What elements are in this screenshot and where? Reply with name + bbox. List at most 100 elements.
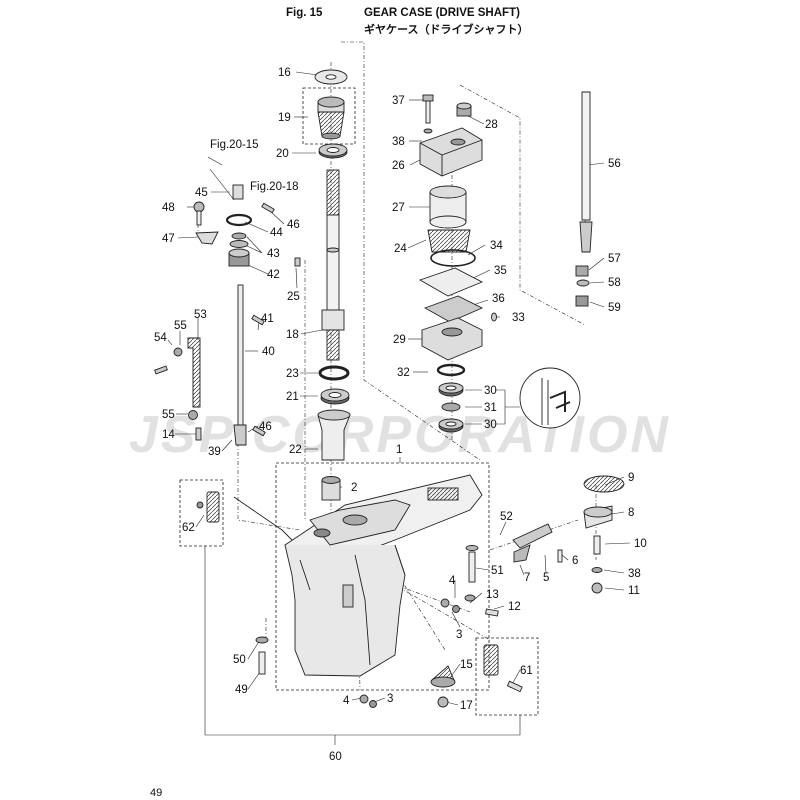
pin-33: [491, 312, 497, 322]
callout-25: 25: [287, 291, 300, 303]
shift-rod-40: [237, 284, 244, 426]
washer-4a: [440, 598, 450, 608]
drive-shaft-18: [321, 169, 345, 361]
callout-7: 7: [524, 572, 530, 584]
callout-33: 33: [512, 312, 525, 324]
callout-46b: 46: [259, 421, 272, 433]
callout-39: 39: [208, 446, 221, 458]
bushing-42: [228, 248, 250, 267]
callout-2: 2: [351, 482, 357, 494]
callout-16: 16: [278, 67, 291, 79]
callout-10: 10: [634, 538, 647, 550]
bushing-2: [321, 476, 341, 501]
callout-54: 54: [154, 332, 167, 344]
callout-51: 51: [491, 565, 504, 577]
water-tube-56: [579, 91, 593, 253]
seal-59: [575, 295, 589, 307]
pump-housing-26: [419, 127, 483, 177]
callout-55a: 55: [174, 320, 187, 332]
callout-46a: 46: [287, 219, 300, 231]
callout-59: 59: [608, 302, 621, 314]
leader-lines: [167, 71, 631, 745]
callout-3b: 3: [387, 693, 393, 705]
callout-31: 31: [484, 402, 497, 414]
pin-41: [251, 314, 265, 326]
callout-fig20-18: Fig.20-18: [250, 181, 299, 193]
impeller-24: [427, 229, 471, 253]
collar-45: [232, 184, 244, 200]
grommet-58: [576, 279, 590, 287]
grommet-28: [456, 102, 472, 117]
callout-38a: 38: [392, 136, 405, 148]
callout-11: 11: [628, 585, 640, 597]
cover-8: [583, 505, 613, 529]
callout-5: 5: [543, 572, 549, 584]
callout-18: 18: [286, 329, 299, 341]
callout-36: 36: [492, 293, 505, 305]
callout-52: 52: [500, 511, 513, 523]
callout-27: 27: [392, 202, 405, 214]
callout-37: 37: [392, 95, 405, 107]
bolt-49: [258, 651, 266, 675]
bearing-30a: [438, 382, 464, 397]
pin-46a: [261, 202, 275, 214]
bearing-20: [318, 143, 348, 159]
pinion-gear-19: [317, 96, 345, 140]
bolt-61: [506, 680, 523, 693]
pin-25: [294, 257, 301, 267]
callout-34: 34: [490, 240, 503, 252]
fitting-14: [195, 427, 202, 441]
shift-cam-39: [233, 424, 247, 446]
page-number: 49: [150, 787, 163, 799]
callout-24: 24: [394, 243, 407, 255]
callout-fig20-15: Fig.20-15: [210, 139, 259, 151]
seal-43: [229, 232, 249, 248]
callout-47: 47: [162, 233, 175, 245]
gear-case-1: [233, 474, 483, 677]
bearing-30b: [438, 418, 464, 433]
link-47: [195, 231, 219, 245]
callout-32: 32: [397, 367, 410, 379]
washer-38a: [423, 128, 433, 134]
grommet-55a: [173, 347, 183, 357]
callout-50: 50: [233, 654, 246, 666]
callout-35: 35: [494, 265, 507, 277]
callout-48: 48: [162, 202, 175, 214]
anode-62: [206, 491, 220, 523]
gasket-36: [423, 295, 484, 323]
pin-46b: [252, 425, 266, 437]
callout-30a: 30: [484, 385, 497, 397]
seal-57: [575, 265, 589, 277]
washer-13: [464, 594, 476, 602]
plate-52: [512, 523, 553, 549]
callout-4b: 4: [343, 695, 350, 707]
washer-50: [255, 636, 269, 644]
callout-38b: 38: [628, 568, 641, 580]
pump-base-29: [421, 317, 483, 361]
callout-20: 20: [276, 148, 289, 160]
callout-41: 41: [261, 313, 274, 325]
bolt-51: [465, 545, 479, 583]
callout-44: 44: [270, 227, 283, 239]
washer-38b: [591, 567, 603, 573]
screw-12: [485, 608, 499, 617]
callout-6: 6: [572, 555, 578, 567]
callout-53: 53: [194, 309, 207, 321]
callout-1: 1: [396, 444, 402, 456]
callout-30b: 30: [484, 419, 497, 431]
liner-27: [429, 185, 467, 229]
sleeve-22: [317, 409, 351, 461]
callout-58: 58: [608, 277, 621, 289]
grommet-55b: [188, 410, 198, 420]
callout-43: 43: [267, 248, 280, 260]
callout-14: 14: [162, 429, 175, 441]
figure-title-ja: ギヤケース（ドライブシャフト）: [364, 24, 529, 36]
bearing-21: [320, 388, 350, 405]
bearing-32: [436, 363, 466, 377]
dashed-group-boxes: [179, 87, 539, 716]
plate-35: [418, 267, 484, 297]
callout-8: 8: [628, 507, 634, 519]
washer-16: [314, 69, 348, 85]
